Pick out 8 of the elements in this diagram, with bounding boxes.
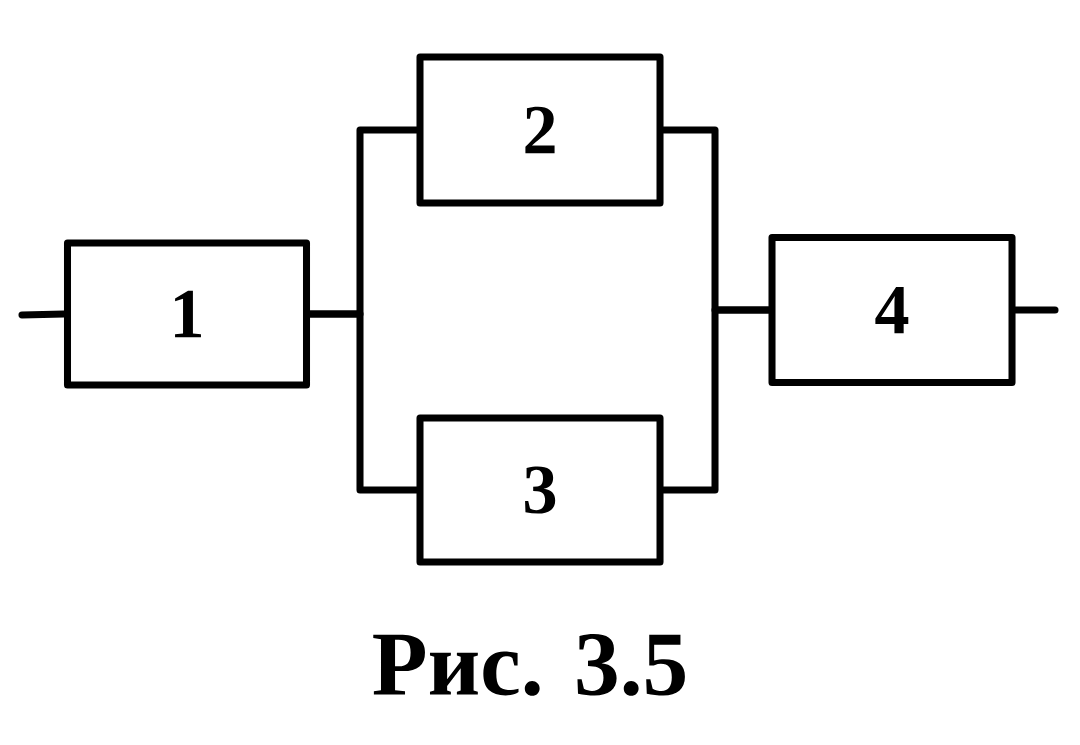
block-box: 4 [768, 233, 1016, 386]
block-box: 3 [416, 414, 664, 566]
connector-line [1012, 306, 1059, 314]
figure-caption: Рис. 3.5 [373, 634, 685, 696]
connector-line [306, 310, 420, 494]
connector-line [660, 306, 772, 494]
block-box: 2 [416, 53, 664, 207]
block-box: 1 [64, 239, 311, 389]
